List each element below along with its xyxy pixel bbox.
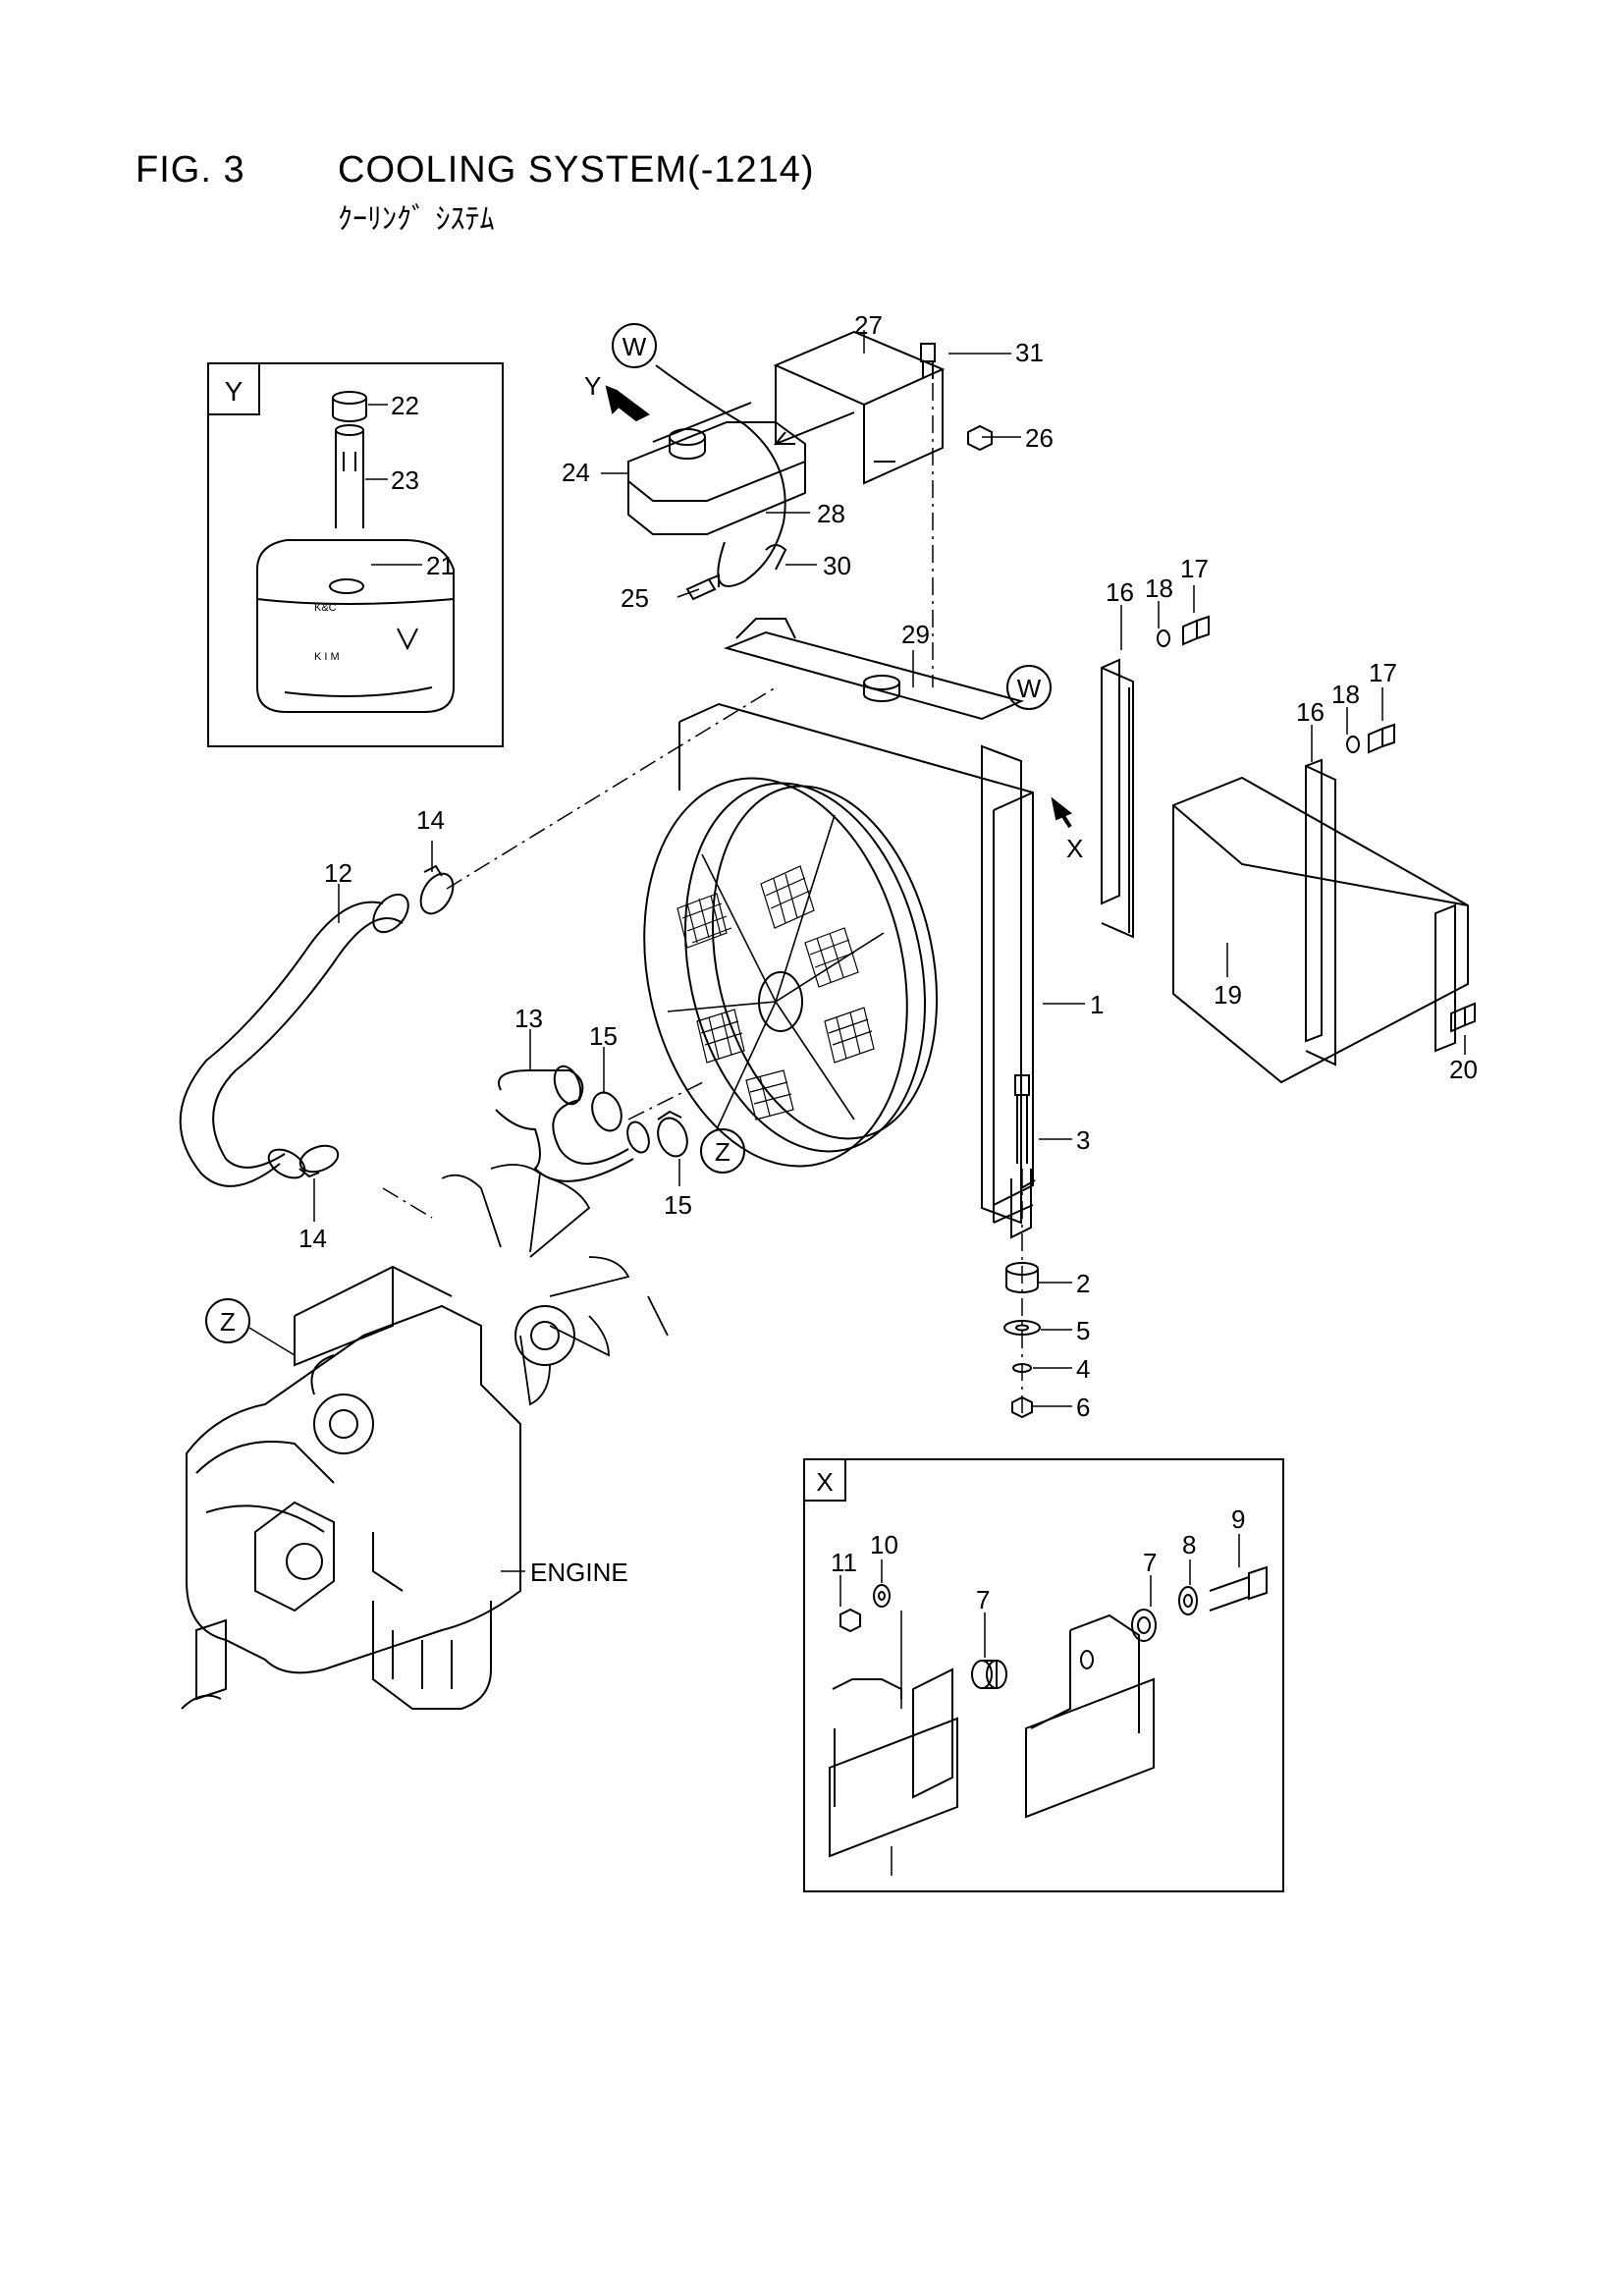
figure-subtitle: ｸｰﾘﾝｸﾞ ｼｽﾃﾑ — [338, 202, 495, 237]
radiator-hoses: Z 14 12 13 15 15 14 — [179, 805, 745, 1253]
callout-26: 26 — [1025, 423, 1054, 453]
detail-y-box: Y K&C K I M 22 23 21 — [207, 362, 504, 747]
callout-28: 28 — [817, 499, 845, 528]
callout-3: 3 — [1076, 1125, 1090, 1155]
callout-2: 2 — [1076, 1269, 1090, 1298]
view-z-marker-hose: Z — [715, 1137, 730, 1167]
callout-29: 29 — [901, 620, 930, 649]
callout-12: 12 — [324, 858, 352, 888]
callout-7-left: 7 — [976, 1585, 990, 1614]
radiator-assembly: W X 29 1 — [446, 618, 1104, 1239]
callout-14-lower: 14 — [298, 1224, 327, 1253]
callout-16-upper: 16 — [1106, 577, 1134, 607]
figure-number: FIG. 3 — [135, 149, 245, 191]
callout-19: 19 — [1214, 980, 1242, 1010]
detail-x-label: X — [816, 1467, 833, 1497]
view-w-marker-right: W — [1017, 674, 1042, 703]
callout-8: 8 — [1182, 1530, 1196, 1559]
callout-13: 13 — [514, 1004, 543, 1033]
svg-text:K I M: K I M — [314, 651, 340, 663]
engine-label: ENGINE — [530, 1558, 628, 1587]
reservoir-tank: K&C K I M — [256, 539, 455, 713]
callout-24: 24 — [562, 458, 590, 487]
svg-text:K&C: K&C — [314, 602, 337, 614]
upper-tank-assembly: W Y 27 31 26 24 — [562, 310, 1054, 687]
callout-18-upper: 18 — [1145, 574, 1173, 603]
callout-27: 27 — [854, 310, 883, 340]
callout-17-lower: 17 — [1369, 658, 1397, 687]
figure-header: FIG. 3 COOLING SYSTEM(-1214) ｸｰﾘﾝｸﾞ ｼｽﾃﾑ — [0, 0, 1623, 255]
callout-1: 1 — [1090, 990, 1104, 1019]
view-z-marker-engine: Z — [220, 1307, 236, 1337]
callout-17-upper: 17 — [1180, 554, 1209, 583]
callout-16-lower: 16 — [1296, 697, 1325, 727]
view-x-label: X — [1066, 834, 1083, 863]
view-y-arrow — [605, 385, 650, 422]
callout-15-lower: 15 — [664, 1190, 692, 1220]
callout-15-upper: 15 — [589, 1021, 618, 1051]
callout-9: 9 — [1231, 1504, 1245, 1534]
callout-23: 23 — [391, 465, 419, 495]
detail-x-box: X — [803, 1458, 1284, 1892]
callout-22: 22 — [391, 391, 419, 420]
callout-21: 21 — [426, 551, 455, 580]
side-seal-panels: 16 18 17 16 18 17 19 20 — [1101, 554, 1478, 1084]
reservoir-cap — [332, 391, 367, 422]
view-w-marker-top: W — [622, 332, 647, 361]
callout-7-right: 7 — [1143, 1548, 1157, 1577]
filler-tube — [335, 424, 364, 528]
callout-10: 10 — [870, 1530, 898, 1559]
callout-11: 11 — [831, 1548, 857, 1577]
view-y-label: Y — [584, 371, 601, 401]
callout-31: 31 — [1015, 338, 1044, 367]
callout-4: 4 — [1076, 1354, 1090, 1384]
engine-illustration: ENGINE Z — [181, 1164, 669, 1710]
figure-title: COOLING SYSTEM(-1214) — [338, 149, 815, 191]
callout-5: 5 — [1076, 1316, 1090, 1345]
callout-25: 25 — [621, 583, 649, 613]
callout-6: 6 — [1076, 1393, 1090, 1422]
mounting-hardware-stack: 3 2 5 4 6 — [1003, 1074, 1090, 1422]
callout-20: 20 — [1449, 1055, 1478, 1084]
detail-y-label: Y — [225, 376, 243, 407]
callout-30: 30 — [823, 551, 851, 580]
callout-14-upper: 14 — [416, 805, 445, 835]
callout-18-lower: 18 — [1331, 680, 1360, 709]
